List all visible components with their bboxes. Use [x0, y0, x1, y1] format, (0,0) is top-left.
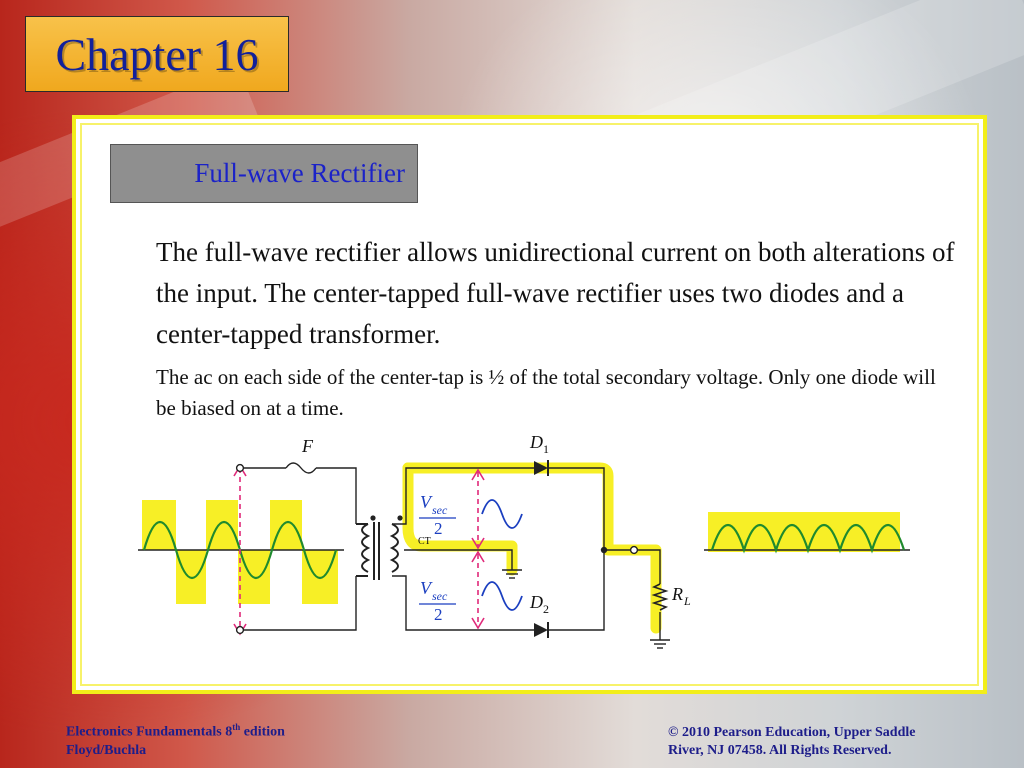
load-resistor-icon [651, 583, 669, 611]
footer-copyright: © 2010 Pearson Education, Upper Saddle R… [668, 725, 916, 758]
fuse-icon [285, 462, 317, 474]
ground-icon [650, 639, 670, 649]
secondary-top-wave [481, 499, 523, 529]
center-tap-label: CT [418, 536, 431, 547]
diode-d1-icon [534, 460, 549, 476]
ground-icon [502, 569, 522, 579]
section-label: Full-wave Rectifier [194, 158, 405, 188]
output-terminal [629, 545, 639, 555]
vsec-top-label: V sec 2 [419, 492, 456, 538]
svg-text:V: V [420, 492, 433, 512]
diode-d2-label: D 2 [529, 592, 549, 616]
output-junction [600, 546, 608, 554]
input-terminal-bottom [235, 625, 245, 635]
input-waveform [138, 464, 344, 636]
svg-text:D: D [529, 592, 543, 612]
svg-text:L: L [683, 594, 691, 608]
chapter-title-box: Chapter 16 [25, 16, 289, 92]
svg-text:sec: sec [432, 503, 448, 517]
svg-text:D: D [529, 432, 543, 452]
load-resistor-label: R L [671, 584, 691, 608]
diode-d2-icon [534, 622, 549, 638]
input-terminal-top [235, 463, 245, 473]
primary-wiring [242, 467, 357, 631]
footer-book-info: Electronics Fundamentals 8th edition Flo… [66, 722, 285, 758]
transformer [356, 522, 399, 580]
svg-text:sec: sec [432, 589, 448, 603]
fuse-label: F [301, 436, 314, 456]
note-paragraph: The ac on each side of the center-tap is… [156, 365, 936, 420]
svg-text:1: 1 [543, 442, 549, 456]
svg-text:2: 2 [434, 605, 443, 624]
svg-text:2: 2 [434, 519, 443, 538]
diode-d1-label: D 1 [529, 432, 549, 456]
secondary-bottom-wave [481, 581, 523, 611]
transformer-dot-primary [370, 515, 376, 521]
slide-content-panel [72, 115, 987, 694]
vsec-bottom-label: V sec 2 [419, 578, 456, 624]
secondary-voltage-markers [471, 468, 485, 630]
svg-text:V: V [420, 578, 433, 598]
output-waveform [704, 512, 910, 554]
chapter-title: Chapter 16 [55, 28, 259, 80]
svg-text:2: 2 [543, 602, 549, 616]
full-wave-rectifier-circuit: F CT [138, 432, 910, 649]
svg-text:R: R [671, 584, 683, 604]
transformer-dot-secondary [397, 515, 403, 521]
main-paragraph: The full-wave rectifier allows unidirect… [156, 237, 955, 349]
section-label-box: Full-wave Rectifier [110, 144, 418, 203]
